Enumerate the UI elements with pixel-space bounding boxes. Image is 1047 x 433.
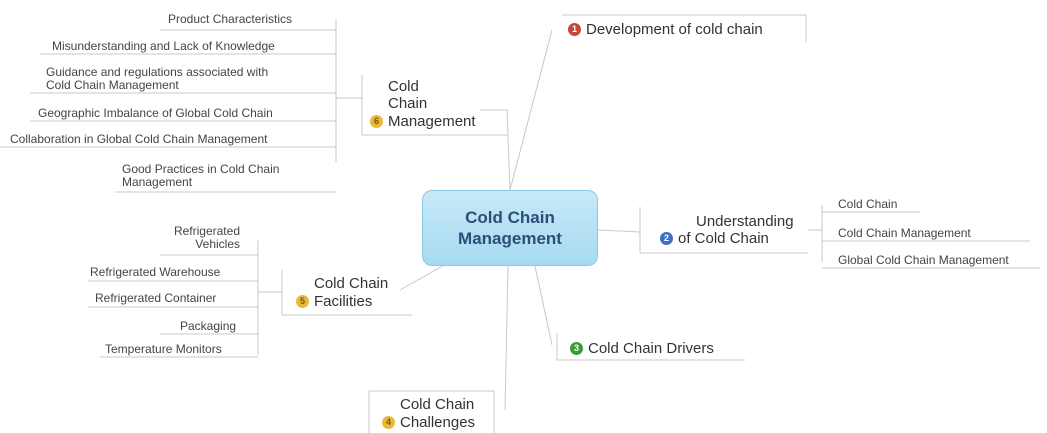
- branch-understanding-line-2: of Cold Chain: [678, 230, 769, 247]
- root-topic[interactable]: Cold Chain Management: [422, 190, 598, 266]
- bracket-management: [335, 20, 362, 162]
- number-badge-icon: 4: [382, 415, 395, 429]
- branch-understanding[interactable]: 2 Understanding of Cold Chain: [660, 213, 794, 247]
- connector-root-challenges: [504, 265, 509, 411]
- management-child-3[interactable]: Guidance and regulations associated with…: [46, 66, 268, 92]
- understanding-child-1[interactable]: Cold Chain: [838, 197, 898, 211]
- number-badge-icon: 2: [660, 232, 673, 245]
- branch-challenges[interactable]: Cold Chain 4 Challenges: [382, 396, 475, 431]
- facilities-child-3[interactable]: Refrigerated Container: [95, 291, 217, 305]
- root-topic-line-1: Cold Chain: [465, 208, 555, 227]
- branch-drivers[interactable]: 3 Cold Chain Drivers: [570, 339, 714, 357]
- number-badge-icon: 5: [296, 294, 309, 308]
- branch-challenges-line-1: Cold Chain: [400, 396, 475, 413]
- root-topic-line-2: Management: [458, 229, 562, 248]
- branch-management[interactable]: Cold Chain 6 Management: [370, 78, 476, 130]
- management-child-6-line-2: Management: [122, 175, 193, 189]
- number-badge-icon: 3: [570, 341, 583, 355]
- facilities-child-5[interactable]: Temperature Monitors: [105, 342, 222, 356]
- branch-facilities[interactable]: Cold Chain 5 Facilities: [296, 275, 388, 310]
- number-badge-icon: 6: [370, 114, 383, 128]
- facilities-child-2[interactable]: Refrigerated Warehouse: [90, 265, 221, 279]
- branch-management-line-2: Chain: [388, 95, 428, 112]
- connector-root-development: [509, 29, 553, 191]
- management-child-3-line-2: Cold Chain Management: [46, 78, 179, 92]
- branch-management-line-3: Management: [388, 112, 476, 130]
- branch-challenges-line-2: Challenges: [400, 413, 476, 431]
- understanding-child-3[interactable]: Global Cold Chain Management: [838, 253, 1009, 267]
- connector-root-understanding: [597, 229, 641, 233]
- facilities-child-1-line-2: Vehicles: [195, 237, 240, 251]
- branch-facilities-line-2: Facilities: [314, 292, 373, 310]
- facilities-child-1[interactable]: Refrigerated Vehicles: [150, 225, 240, 251]
- branch-facilities-line-1: Cold Chain: [314, 275, 389, 292]
- management-child-4[interactable]: Geographic Imbalance of Global Cold Chai…: [38, 106, 273, 120]
- branch-development-label: Development of cold chain: [586, 20, 763, 38]
- facilities-child-1-line-1: Refrigerated: [173, 224, 240, 238]
- management-child-6[interactable]: Good Practices in Cold Chain Management: [122, 163, 279, 189]
- branch-drivers-label: Cold Chain Drivers: [588, 339, 714, 357]
- connector-root-drivers: [534, 265, 553, 346]
- management-child-6-line-1: Good Practices in Cold Chain: [122, 162, 280, 176]
- branch-management-line-1: Cold: [388, 78, 419, 95]
- understanding-child-2[interactable]: Cold Chain Management: [838, 226, 971, 240]
- facilities-child-4[interactable]: Packaging: [180, 319, 237, 333]
- bracket-understanding: [808, 205, 823, 262]
- bracket-facilities: [257, 240, 282, 355]
- management-child-1[interactable]: Product Characteristics: [168, 12, 293, 26]
- number-badge-icon: 1: [568, 22, 581, 36]
- connector-root-management: [480, 109, 511, 191]
- management-child-2[interactable]: Misunderstanding and Lack of Knowledge: [52, 39, 275, 53]
- management-child-3-line-1: Guidance and regulations associated with: [46, 65, 269, 79]
- management-child-5[interactable]: Collaboration in Global Cold Chain Manag…: [10, 132, 268, 146]
- branch-development[interactable]: 1 Development of cold chain: [568, 20, 763, 38]
- branch-understanding-line-1: Understanding: [696, 213, 794, 230]
